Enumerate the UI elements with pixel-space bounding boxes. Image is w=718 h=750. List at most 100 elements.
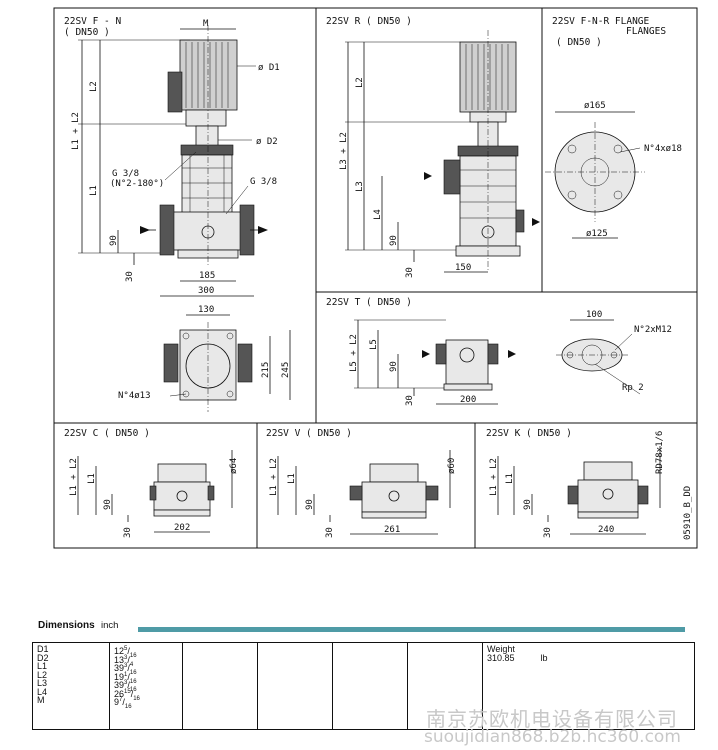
dim-v-60: ø60 bbox=[447, 458, 457, 474]
panel-k-title: 22SV K ( DN50 ) bbox=[486, 428, 572, 439]
dim-fn-245: 245 bbox=[281, 362, 291, 378]
dim-k-rd: RD78x1/6 bbox=[655, 431, 665, 474]
dim-name: L2 bbox=[37, 669, 48, 680]
panel-v-title: 22SV V ( DN50 ) bbox=[266, 428, 352, 439]
dim-v-l1: L1 bbox=[287, 473, 297, 484]
panel-22sv-k: 22SV K ( DN50 ) L1 + L2 L1 90 30 240 RD7… bbox=[486, 428, 693, 540]
dim-value: 97/16 bbox=[114, 697, 132, 710]
dim-fn-215: 215 bbox=[261, 362, 271, 378]
dim-k-30: 30 bbox=[543, 527, 553, 538]
dim-fn-30: 30 bbox=[125, 271, 135, 282]
dim-t-200: 200 bbox=[460, 395, 476, 405]
dim-c-l1: L1 bbox=[87, 473, 97, 484]
dim-empty-col bbox=[332, 642, 408, 730]
dim-fn-l1: L1 bbox=[89, 185, 99, 196]
dim-fn-holes: N°4ø13 bbox=[118, 391, 151, 401]
watermark-company: 南京苏欧机电设备有限公司 bbox=[426, 707, 678, 731]
dim-v-90: 90 bbox=[305, 499, 315, 510]
panel-22sv-r: 22SV R ( DN50 ) L3 + L2 L2 L3 bbox=[326, 16, 540, 278]
dim-fn-185: 185 bbox=[199, 271, 215, 281]
panel-fn-title: 22SV F - N bbox=[64, 16, 121, 27]
dim-empty-col bbox=[182, 642, 258, 730]
dim-t-rp: Rp 2 bbox=[622, 383, 644, 393]
panel-22sv-v: 22SV V ( DN50 ) L1 + L2 L1 90 30 261 ø60 bbox=[266, 428, 457, 538]
watermark-url: suoujidian868.b2b.hc360.com bbox=[424, 727, 681, 747]
dim-r-l2: L2 bbox=[355, 77, 365, 88]
dim-flange-holes: N°4xø18 bbox=[644, 144, 682, 154]
weight-label: Weight bbox=[487, 644, 515, 654]
panel-r-title: 22SV R ( DN50 ) bbox=[326, 16, 412, 27]
dimensions-title-rule bbox=[138, 627, 685, 632]
dim-value: 125/16 bbox=[114, 646, 137, 659]
dim-k-l1: L1 bbox=[505, 473, 515, 484]
dim-value: 133/4 bbox=[114, 654, 134, 668]
dim-r-90: 90 bbox=[389, 235, 399, 246]
dim-r-l3l2: L3 + L2 bbox=[339, 132, 349, 170]
dim-c-202: 202 bbox=[174, 523, 190, 533]
dim-t-30: 30 bbox=[405, 395, 415, 406]
technical-drawing: 22SV F - N ( DN50 ) bbox=[53, 7, 698, 549]
dim-fn-130: 130 bbox=[198, 305, 214, 315]
panel-t-title: 22SV T ( DN50 ) bbox=[326, 297, 412, 308]
weight-value-row: 310.85 lb bbox=[487, 652, 690, 663]
panel-flange-title2: FLANGES bbox=[626, 26, 666, 37]
dimensions-table: D1 D2 L1 L2 L3 L4 M 125/16 133/4 393/16 … bbox=[32, 642, 695, 730]
dim-r-30: 30 bbox=[405, 267, 415, 278]
dim-t-100: 100 bbox=[586, 310, 602, 320]
dim-fn-l2: L2 bbox=[89, 81, 99, 92]
dim-fn-d1: ø D1 bbox=[258, 63, 280, 73]
dim-fn-m: M bbox=[203, 19, 209, 29]
dim-r-l4: L4 bbox=[373, 209, 383, 220]
dim-t-l5: L5 bbox=[369, 339, 379, 350]
dim-fn-l1l2: L1 + L2 bbox=[71, 112, 81, 150]
panel-flange-title: 22SV F-N-R FLANGE bbox=[552, 16, 650, 27]
weight-unit: lb bbox=[540, 652, 548, 663]
dim-fn-90: 90 bbox=[109, 235, 119, 246]
weight-value: 310.85 bbox=[487, 652, 515, 663]
dim-c-64: ø64 bbox=[229, 458, 239, 474]
dim-fn-g1b: (N°2-180°) bbox=[110, 179, 164, 189]
drawing-frame bbox=[53, 7, 698, 549]
dim-fn-g2: G 3/8 bbox=[250, 177, 277, 187]
dim-flange-165: ø165 bbox=[584, 101, 606, 111]
dim-values-col: 125/16 133/4 393/16 191/16 393/16 2615/1… bbox=[109, 642, 183, 730]
dim-name: L4 bbox=[37, 686, 48, 697]
weight-col: Weight 310.85 lb bbox=[482, 642, 695, 730]
dim-v-l1l2: L1 + L2 bbox=[269, 458, 279, 496]
dim-value: 191/16 bbox=[114, 671, 137, 685]
dim-c-l1l2: L1 + L2 bbox=[69, 458, 79, 496]
dim-value: 2615/16 bbox=[114, 688, 140, 702]
dim-t-holes: N°2xM12 bbox=[634, 325, 672, 335]
panel-flange: 22SV F-N-R FLANGE FLANGES ( DN50 ) ø165 … bbox=[545, 16, 682, 239]
dim-flange-125: ø125 bbox=[586, 229, 608, 239]
dimensions-unit: inch bbox=[101, 620, 119, 631]
dim-t-90: 90 bbox=[389, 361, 399, 372]
dim-c-30: 30 bbox=[123, 527, 133, 538]
dim-v-261: 261 bbox=[384, 525, 400, 535]
panel-22sv-c: 22SV C ( DN50 ) L1 + L2 L1 90 30 202 ø64 bbox=[64, 428, 239, 538]
dim-k-90: 90 bbox=[523, 499, 533, 510]
dim-name: L1 bbox=[37, 661, 48, 671]
dim-empty-col bbox=[407, 642, 483, 730]
dim-r-l3: L3 bbox=[355, 181, 365, 192]
dim-k-240: 240 bbox=[598, 525, 614, 535]
dim-v-30: 30 bbox=[325, 527, 335, 538]
terminal-box bbox=[167, 71, 183, 113]
panel-22sv-t: 22SV T ( DN50 ) L5 + L2 L5 90 30 200 100… bbox=[326, 297, 672, 406]
dim-k-l1l2: L1 + L2 bbox=[489, 458, 499, 496]
dim-name: D1 bbox=[37, 644, 49, 654]
dim-empty-col bbox=[257, 642, 333, 730]
dim-name: D2 bbox=[37, 652, 49, 663]
panel-22sv-fn: 22SV F - N ( DN50 ) bbox=[64, 16, 291, 412]
dim-name: L3 bbox=[37, 678, 48, 688]
dim-c-90: 90 bbox=[103, 499, 113, 510]
dim-fn-g1: G 3/8 bbox=[112, 169, 139, 179]
dim-t-l5l2: L5 + L2 bbox=[349, 334, 359, 372]
drawing-code: 05910_B_DD bbox=[683, 486, 693, 540]
panel-fn-subtitle: ( DN50 ) bbox=[64, 27, 110, 38]
dim-fn-d2: ø D2 bbox=[256, 137, 278, 147]
dim-value: 393/16 bbox=[114, 680, 137, 693]
dim-fn-300: 300 bbox=[198, 286, 214, 296]
motor-body bbox=[179, 39, 238, 111]
dim-value: 393/16 bbox=[114, 663, 137, 676]
